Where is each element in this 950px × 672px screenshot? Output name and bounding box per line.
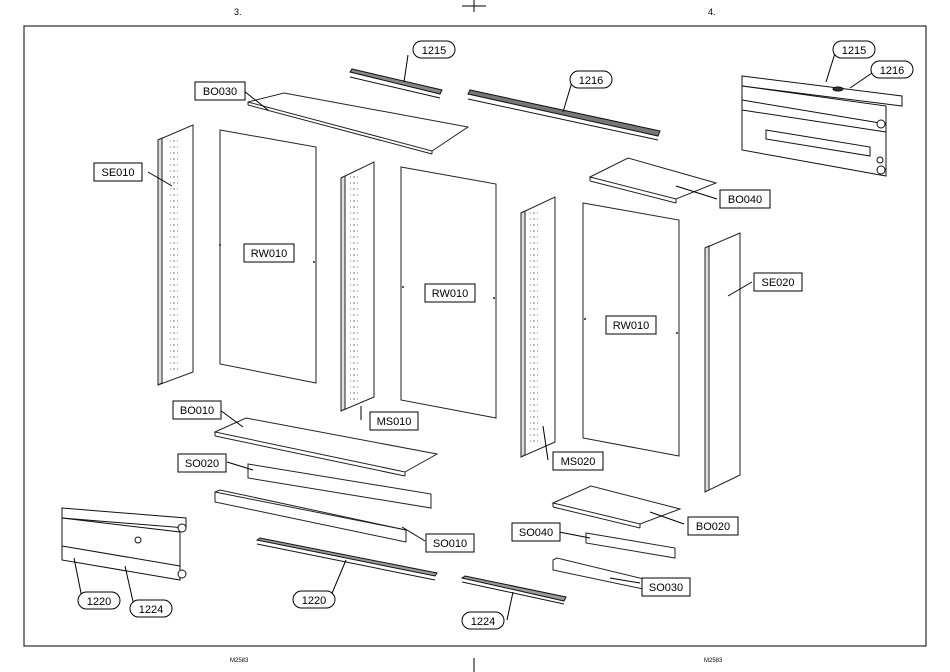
label-so030: SO030 bbox=[649, 582, 683, 594]
callout-1224-detail: 1224 bbox=[139, 604, 163, 616]
callout-1220-bottom: 1220 bbox=[302, 595, 326, 607]
se020-panel bbox=[705, 233, 740, 492]
label-so040: SO040 bbox=[519, 527, 553, 539]
label-rw010-left: RW010 bbox=[251, 248, 287, 260]
callout-1215-detail: 1215 bbox=[842, 45, 866, 57]
label-se010: SE010 bbox=[101, 167, 134, 179]
panels bbox=[158, 93, 740, 590]
so040-plinth bbox=[586, 533, 675, 558]
callout-1224-bottom: 1224 bbox=[471, 616, 495, 628]
callout-1216-detail: 1216 bbox=[880, 65, 904, 77]
rail-detail-bottom bbox=[62, 508, 186, 580]
so030-plinth bbox=[553, 558, 648, 590]
callout-1220-detail: 1220 bbox=[87, 596, 111, 608]
callout-1215-top: 1215 bbox=[422, 45, 446, 57]
label-bo030: BO030 bbox=[203, 86, 237, 98]
label-se020: SE020 bbox=[761, 277, 794, 289]
label-so010: SO010 bbox=[433, 538, 467, 550]
label-bo040: BO040 bbox=[728, 194, 762, 206]
label-ms010: MS010 bbox=[377, 416, 412, 428]
label-bo010: BO010 bbox=[180, 405, 214, 417]
label-rw010-right: RW010 bbox=[613, 320, 649, 332]
label-ms020: MS020 bbox=[561, 456, 596, 468]
bo020-panel bbox=[553, 486, 680, 524]
rail-detail-top bbox=[742, 76, 902, 176]
callout-1216-top: 1216 bbox=[579, 75, 603, 87]
label-so020: SO020 bbox=[185, 458, 219, 470]
label-bo020: BO020 bbox=[696, 521, 730, 533]
label-rw010-center: RW010 bbox=[432, 288, 468, 300]
